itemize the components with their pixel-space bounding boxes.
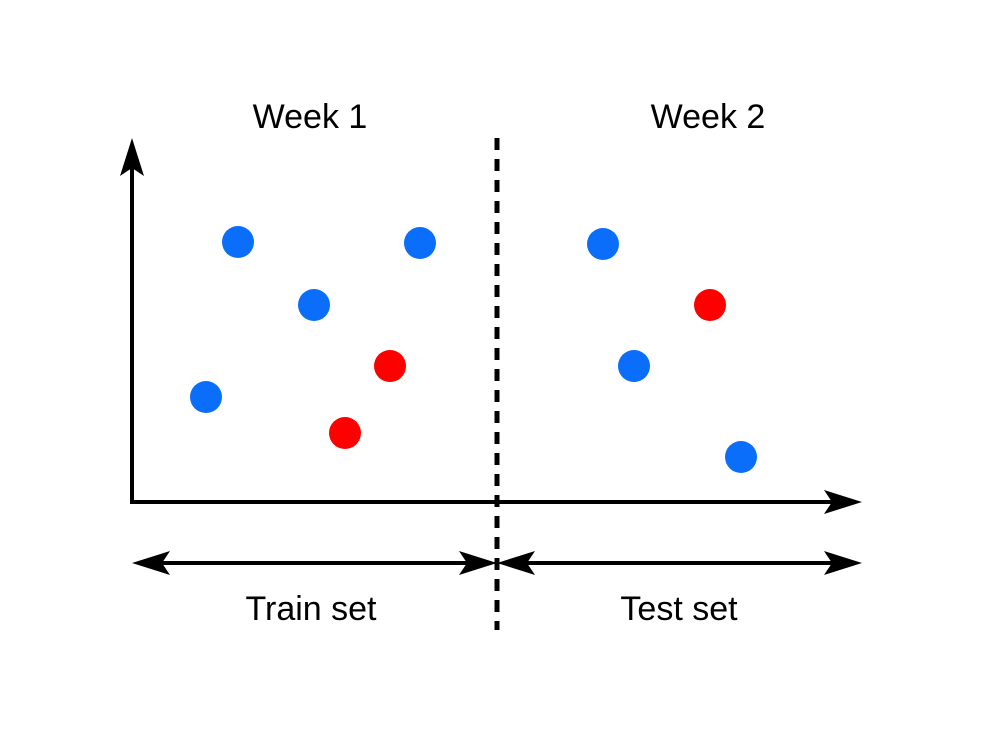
data-point-red <box>374 350 406 382</box>
week-1-title: Week 1 <box>253 98 368 136</box>
test-set-label: Test set <box>620 590 738 628</box>
data-point-red <box>329 417 361 449</box>
train-span-left-arrow-head-icon <box>132 551 170 575</box>
data-point-blue <box>298 289 330 321</box>
test-span-left-arrow-head-icon <box>497 551 535 575</box>
data-point-blue <box>587 228 619 260</box>
data-point-blue <box>618 350 650 382</box>
x-axis <box>130 490 862 514</box>
y-axis <box>120 138 144 502</box>
red-point-series <box>329 289 726 449</box>
data-point-blue <box>725 441 757 473</box>
blue-point-series <box>190 226 757 473</box>
test-span-right-arrow-head-icon <box>824 551 862 575</box>
week-2-title: Week 2 <box>651 98 766 136</box>
train-span-arrow <box>132 551 497 575</box>
x-axis-arrow-head-icon <box>824 490 862 514</box>
test-span-arrow <box>497 551 862 575</box>
data-point-blue <box>190 381 222 413</box>
train-span-right-arrow-head-icon <box>459 551 497 575</box>
y-axis-arrow-head-icon <box>120 138 144 176</box>
data-point-blue <box>222 226 254 258</box>
data-point-red <box>694 289 726 321</box>
data-point-blue <box>404 227 436 259</box>
train-set-label: Train set <box>245 590 377 628</box>
